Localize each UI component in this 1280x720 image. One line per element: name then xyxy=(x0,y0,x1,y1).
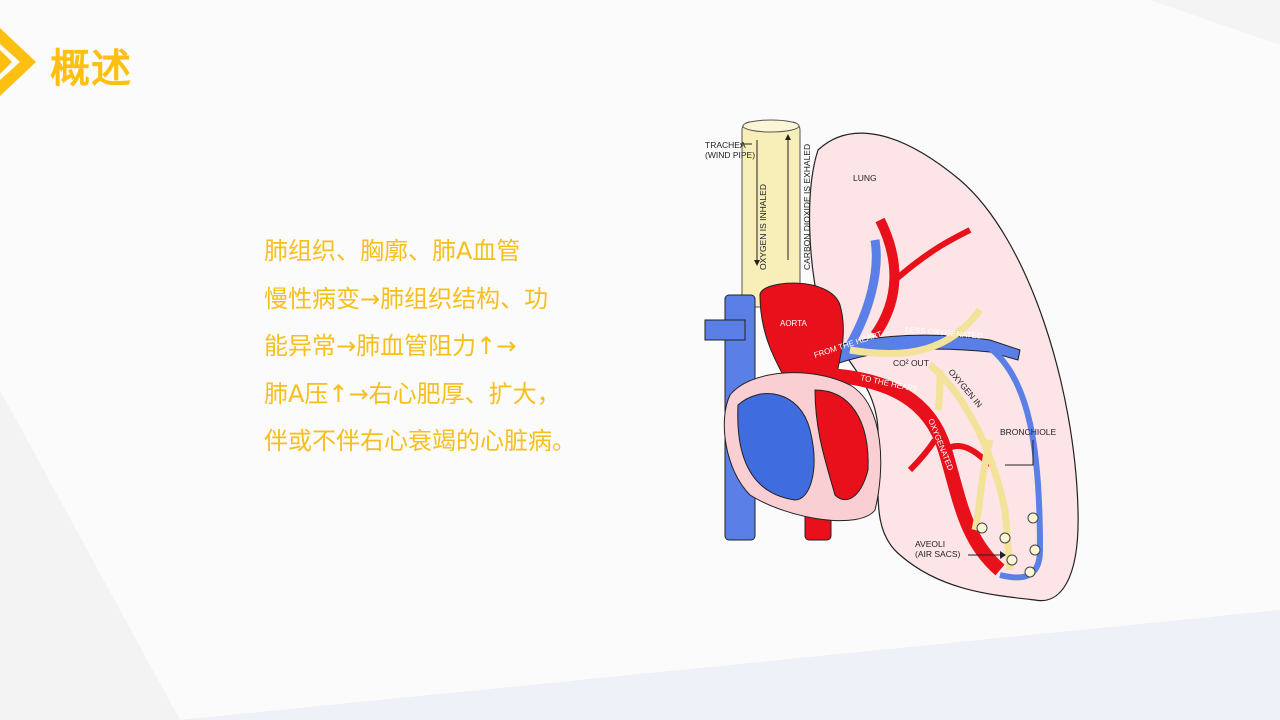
body-line: 肺A压↑→右心肥厚、扩大， xyxy=(264,379,561,408)
label-lung: LUNG xyxy=(853,173,877,183)
right-ventricle xyxy=(737,393,815,501)
label-aveoli: AVEOLI xyxy=(915,539,945,549)
slide-title: 概述 xyxy=(50,46,132,92)
heart-lung-diagram: TRACHEA (WIND PIPE) OXYGEN IS INHALED CA… xyxy=(704,119,1079,602)
label-bronchiole: BRONCHIOLE xyxy=(1000,427,1057,437)
label-aorta: AORTA xyxy=(780,319,807,328)
label-co2-out: CO² OUT xyxy=(893,358,929,368)
left-shape xyxy=(0,390,180,720)
bottom-band xyxy=(180,610,1280,720)
label-trachea: TRACHEA xyxy=(705,140,746,150)
body-line: 能异常→肺血管阻力↑→ xyxy=(264,332,517,360)
body-line: 肺组织、胸廓、肺A血管 xyxy=(264,237,521,265)
left-ventricle xyxy=(814,389,869,501)
label-oxygen-inhaled: OXYGEN IS INHALED xyxy=(758,184,768,270)
bronchiole xyxy=(849,307,1014,571)
trachea xyxy=(741,119,801,308)
chevron-icon xyxy=(0,28,36,96)
body-text: 肺组织、胸廓、肺A血管 慢性病变→肺组织结构、功 能异常→肺血管阻力↑→ 肺A压… xyxy=(264,228,576,466)
body-line: 慢性病变→肺组织结构、功 xyxy=(264,284,549,313)
corner-shape xyxy=(1150,0,1280,45)
body-line: 伴或不伴右心衰竭的心脏病。 xyxy=(264,427,576,455)
label-air-sacs: (AIR SACS) xyxy=(915,549,961,559)
label-co2-exhaled: CARBON DIOXIDE IS EXHALED xyxy=(802,144,812,270)
label-trachea-sub: (WIND PIPE) xyxy=(705,150,755,160)
alveoli xyxy=(976,512,1041,578)
